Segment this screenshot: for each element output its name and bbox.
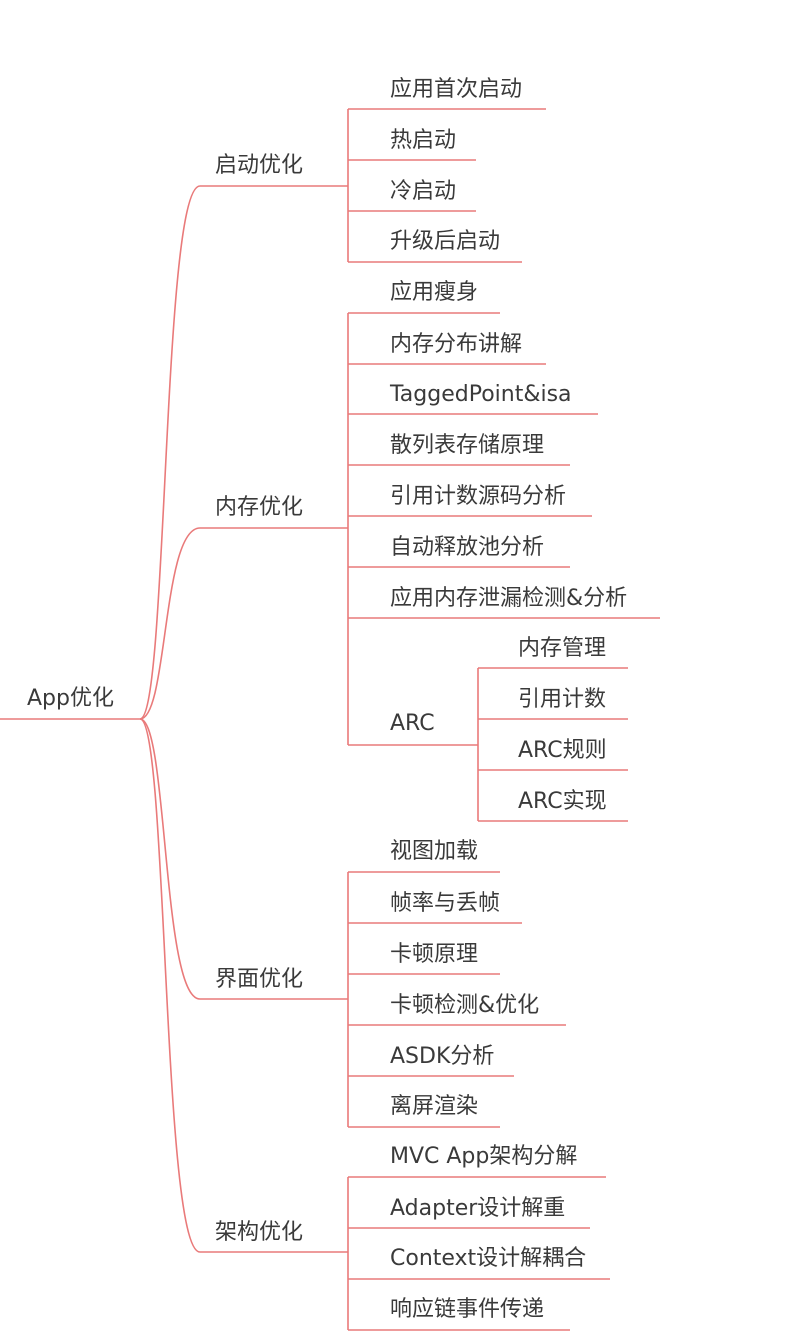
leaf-node[interactable]: MVC App架构分解 xyxy=(390,1144,578,1169)
branch-memory[interactable]: 内存优化 xyxy=(215,495,304,520)
leaf-node[interactable]: 应用内存泄漏检测&分析 xyxy=(390,586,628,611)
leaf-node[interactable]: 响应链事件传递 xyxy=(390,1297,545,1322)
subleaf-node[interactable]: ARC实现 xyxy=(518,789,607,814)
leaf-node[interactable]: ASDK分析 xyxy=(390,1044,495,1069)
branch-architecture[interactable]: 架构优化 xyxy=(215,1220,304,1245)
leaf-node[interactable]: Context设计解耦合 xyxy=(390,1246,587,1271)
leaf-node[interactable]: 散列表存储原理 xyxy=(390,433,545,458)
leaf-node[interactable]: 应用首次启动 xyxy=(390,77,523,102)
leaf-node[interactable]: 升级后启动 xyxy=(390,229,501,254)
subleaf-node[interactable]: 内存管理 xyxy=(518,636,607,661)
leaf-node[interactable]: 卡顿原理 xyxy=(390,942,479,967)
root-node[interactable]: App优化 xyxy=(27,686,114,711)
subleaf-node[interactable]: 引用计数 xyxy=(518,687,607,712)
branch-connector-3 xyxy=(139,718,348,1253)
leaf-node[interactable]: TaggedPoint&isa xyxy=(390,382,572,407)
leaf-node[interactable]: 热启动 xyxy=(390,128,457,153)
leaf-node[interactable]: 离屏渲染 xyxy=(390,1094,479,1119)
leaf-node[interactable]: 卡顿检测&优化 xyxy=(390,993,540,1018)
leaf-node[interactable]: Adapter设计解重 xyxy=(390,1196,566,1221)
leaf-node[interactable]: 自动释放池分析 xyxy=(390,535,545,560)
leaf-node[interactable]: 帧率与丢帧 xyxy=(390,891,501,916)
leaf-node-arc[interactable]: ARC xyxy=(390,711,435,736)
branch-startup[interactable]: 启动优化 xyxy=(215,153,304,178)
branch-connector-1 xyxy=(139,527,348,720)
leaf-node[interactable]: 冷启动 xyxy=(390,179,457,204)
leaf-node[interactable]: 引用计数源码分析 xyxy=(390,484,567,509)
leaf-node[interactable]: 应用瘦身 xyxy=(390,280,479,305)
subleaf-node[interactable]: ARC规则 xyxy=(518,738,607,763)
leaf-node[interactable]: 内存分布讲解 xyxy=(390,332,523,357)
branch-connector-0 xyxy=(139,185,348,720)
leaf-node[interactable]: 视图加载 xyxy=(390,839,479,864)
branch-ui[interactable]: 界面优化 xyxy=(215,967,304,992)
branch-connector-2 xyxy=(139,718,348,1000)
